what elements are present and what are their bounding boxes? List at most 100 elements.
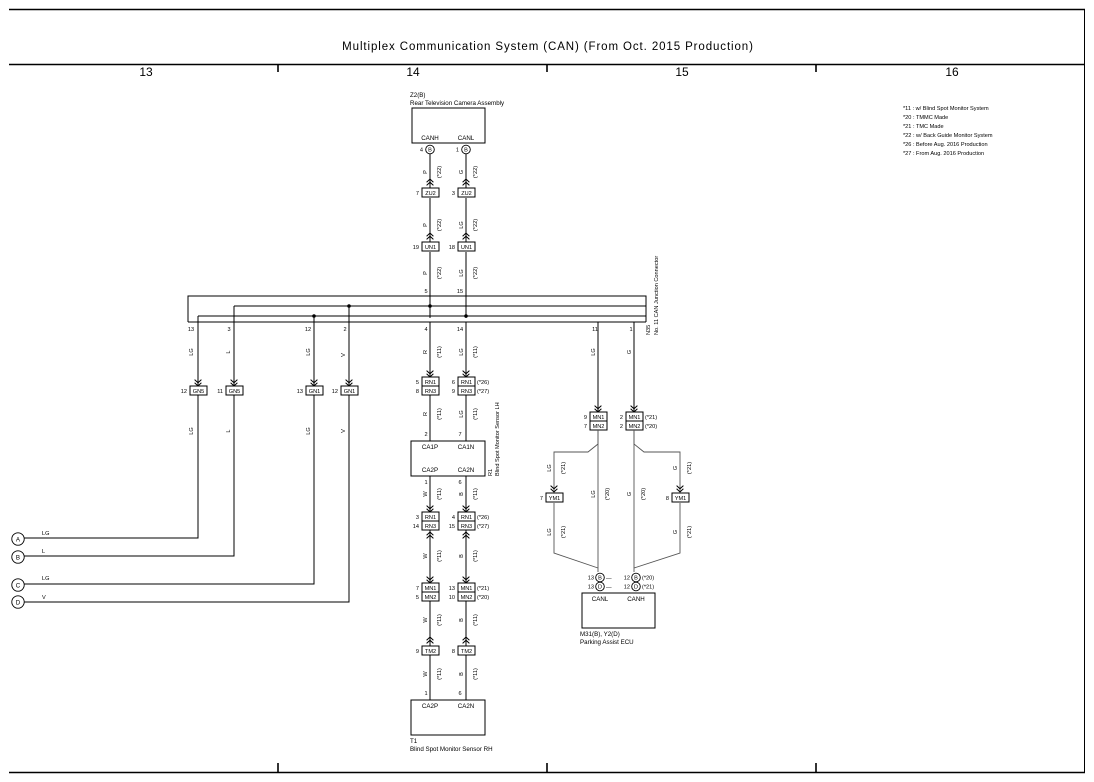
svg-text:R: R	[423, 350, 429, 354]
svg-text:3: 3	[416, 515, 419, 521]
svg-text:9: 9	[452, 389, 455, 395]
svg-text:LG: LG	[459, 410, 465, 417]
svg-text:1: 1	[629, 327, 632, 333]
svg-text:D: D	[634, 585, 638, 591]
connector-tm2: TM2 TM2 9 8	[416, 636, 476, 656]
svg-text:G: G	[627, 350, 633, 354]
svg-text:3: 3	[452, 191, 455, 197]
camera-wire-labels: P (*22) G (*22) P (*22) LG (*22) P (*22)…	[423, 166, 479, 279]
svg-text:(*22): (*22)	[473, 219, 479, 231]
svg-text:CANL: CANL	[592, 596, 609, 603]
svg-text:13: 13	[297, 389, 303, 395]
svg-text:12: 12	[181, 389, 187, 395]
connector-rn-upper: RN1 RN3 RN1 RN3 5 8 6 9 (*26) (*27)	[416, 370, 489, 396]
svg-text:B: B	[459, 672, 465, 676]
svg-text:LG: LG	[306, 427, 312, 434]
svg-text:2: 2	[424, 432, 427, 438]
svg-text:LG: LG	[591, 490, 597, 497]
svg-text:5: 5	[424, 289, 427, 295]
svg-text:A: A	[16, 537, 21, 544]
svg-text:8: 8	[452, 649, 455, 655]
svg-text:(*20): (*20)	[641, 488, 647, 500]
connector-zu2: ZU2 ZU2 7 3	[416, 178, 476, 198]
svg-text:MN2: MN2	[593, 424, 605, 430]
svg-text:LG: LG	[459, 221, 465, 228]
component-name: Rear Television Camera Assembly	[410, 100, 505, 107]
component-code: M31(B), Y2(D)	[580, 631, 620, 638]
svg-text:No. 11 CAN Junction Connector: No. 11 CAN Junction Connector	[654, 256, 660, 335]
svg-text:13: 13	[188, 327, 194, 333]
legend-item: *21 : TMC Made	[903, 124, 944, 130]
svg-text:9: 9	[416, 649, 419, 655]
svg-text:G: G	[459, 170, 465, 174]
svg-text:6: 6	[458, 691, 461, 697]
svg-text:LG: LG	[306, 348, 312, 355]
svg-text:LG: LG	[591, 348, 597, 355]
link-circle-c	[11, 578, 25, 592]
svg-text:UN1: UN1	[461, 245, 472, 251]
legend-item: *26 : Before Aug. 2016 Production	[903, 142, 988, 148]
svg-text:9: 9	[584, 415, 587, 421]
svg-text:13: 13	[588, 576, 594, 582]
svg-text:LG: LG	[42, 576, 49, 582]
svg-text:D: D	[598, 585, 602, 591]
parking-assist-wires: YM1 YM1 7 8 LG (*21) G (*21) LG (*21) G …	[540, 430, 693, 572]
svg-text:CA2P: CA2P	[422, 703, 438, 710]
svg-text:L: L	[226, 350, 232, 353]
svg-text:CANH: CANH	[627, 596, 645, 603]
svg-text:Blind Spot Monitor Sensor LH: Blind Spot Monitor Sensor LH	[495, 402, 501, 476]
svg-text:LG: LG	[459, 348, 465, 355]
svg-text:(*21): (*21)	[561, 526, 567, 538]
svg-text:V: V	[341, 429, 347, 433]
svg-text:LG: LG	[547, 464, 553, 471]
svg-text:TM2: TM2	[425, 649, 436, 655]
svg-text:(*11): (*11)	[473, 408, 479, 420]
svg-text:(*20): (*20)	[477, 595, 489, 601]
svg-text:(*20): (*20)	[645, 424, 657, 430]
svg-text:—: —	[606, 576, 612, 582]
svg-text:2: 2	[620, 424, 623, 430]
terminal-label: CANL	[458, 135, 475, 142]
svg-text:MN2: MN2	[461, 595, 473, 601]
terminal-label: CANH	[421, 135, 439, 142]
svg-text:LG: LG	[42, 531, 49, 537]
svg-text:(*11): (*11)	[473, 550, 479, 562]
component-box	[410, 440, 486, 477]
page-link-markers: A B C D	[11, 532, 25, 609]
connector-gn: GN5 GN5 GN1 GN1 12 11 13 12	[181, 379, 359, 396]
svg-text:7: 7	[416, 586, 419, 592]
svg-text:CA2P: CA2P	[422, 467, 438, 474]
svg-text:(*22): (*22)	[437, 267, 443, 279]
rear-camera-assembly: Z2(B) Rear Television Camera Assembly CA…	[410, 92, 505, 155]
svg-text:(*22): (*22)	[473, 166, 479, 178]
svg-text:6: 6	[452, 380, 455, 386]
svg-text:(*21): (*21)	[642, 585, 654, 591]
svg-text:G: G	[673, 530, 679, 534]
svg-text:RN3: RN3	[461, 524, 472, 530]
legend: *11 : w/ Blind Spot Monitor System *20 :…	[903, 106, 993, 157]
rn-lower-wire-labels: W (*11) B (*11)	[423, 531, 479, 562]
svg-text:12: 12	[305, 327, 311, 333]
legend-item: *27 : From Aug. 2016 Production	[903, 151, 984, 157]
svg-text:R: R	[423, 412, 429, 416]
svg-text:B: B	[459, 618, 465, 622]
svg-text:(*11): (*11)	[437, 668, 443, 680]
svg-text:2: 2	[620, 415, 623, 421]
svg-text:(*20): (*20)	[605, 488, 611, 500]
component-code: Z2(B)	[410, 92, 425, 99]
page-title: Multiplex Communication System (CAN) (Fr…	[342, 41, 754, 53]
svg-text:MN1: MN1	[425, 586, 437, 592]
svg-text:(*22): (*22)	[473, 267, 479, 279]
junction-wires	[197, 306, 635, 412]
component-name: Parking Assist ECU	[580, 639, 634, 646]
connector-letter: B	[428, 148, 432, 154]
column-label: 16	[945, 65, 959, 79]
svg-text:MN1: MN1	[461, 586, 473, 592]
column-label: 14	[406, 65, 420, 79]
link-circle-b	[11, 550, 25, 564]
svg-text:(*21): (*21)	[561, 462, 567, 474]
svg-text:(*11): (*11)	[473, 668, 479, 680]
svg-text:ZU2: ZU2	[425, 191, 436, 197]
svg-text:B: B	[634, 576, 638, 582]
svg-text:12: 12	[624, 585, 630, 591]
